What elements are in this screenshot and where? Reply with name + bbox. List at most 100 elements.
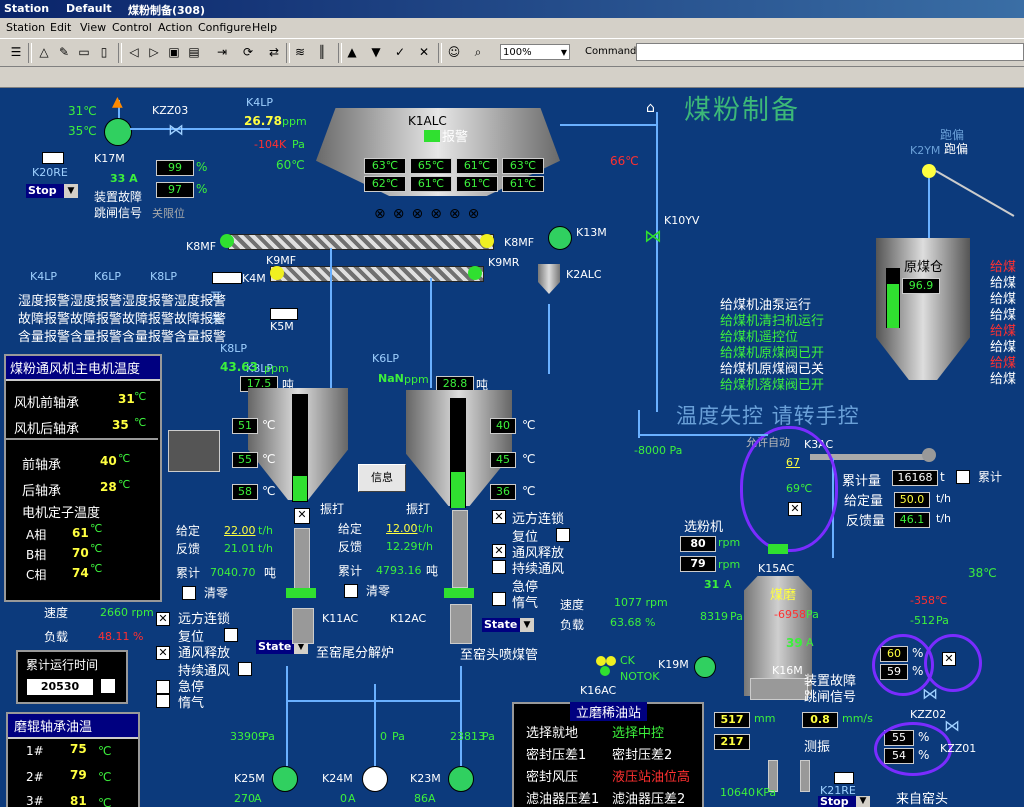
raise-icon[interactable]: ▲ (347, 45, 357, 59)
cancel-icon[interactable]: ✕ (418, 45, 430, 59)
temp-unit: ℃ (98, 744, 112, 758)
bin1-shake-check[interactable]: ✕ (294, 508, 310, 524)
bin2-motor-lamp (444, 588, 474, 598)
phase-b-label: B相 (26, 548, 47, 562)
il-left-remote-check[interactable]: ✕ (156, 612, 170, 626)
vent-icon: ⌂ (646, 100, 655, 116)
valve-k10yv-icon[interactable]: ⋈ (644, 226, 662, 247)
display-icon[interactable]: ▣ (168, 45, 180, 59)
il-right-vent-check[interactable]: ✕ (492, 544, 506, 558)
operator-icon[interactable]: ☺ (447, 45, 461, 59)
feeder-fb-label: 反馈量 (846, 514, 886, 529)
status-drop-open: 给煤机落煤阀已开 (720, 378, 825, 393)
pct-unit: % (196, 160, 208, 174)
valve-kzz01-icon[interactable]: ⋈ (944, 716, 960, 735)
info-page-icon[interactable]: ▯ (100, 45, 108, 59)
bin1-motor-lamp (286, 588, 316, 598)
feeder-set-value[interactable]: 50.0 (894, 492, 930, 508)
k19m-label: K19M (658, 658, 689, 671)
il-left-estop-check[interactable] (156, 680, 170, 694)
lower-icon[interactable]: ▼ (371, 45, 381, 59)
kzz02-label: KZZ02 (910, 708, 947, 721)
alarm-grid-row-1: 湿度报警湿度报警湿度报警湿度报警 (18, 294, 227, 309)
lube-r1a: 选择就地 (526, 726, 579, 741)
menu-edit[interactable]: Edit (50, 21, 72, 34)
back-icon[interactable]: ◁ (129, 45, 139, 59)
menu-configure[interactable]: Configure (198, 21, 252, 34)
check-icon[interactable]: ✓ (394, 45, 406, 59)
trend-icon[interactable]: ≋ (294, 45, 306, 59)
valve-kzz02-icon[interactable]: ⋈ (922, 684, 938, 703)
ton-unit: 吨 (426, 564, 439, 578)
fan-k19m-icon[interactable] (694, 656, 716, 678)
zoom-select[interactable]: 100%▼ (500, 44, 570, 60)
title-display: 煤粉制备(308) (128, 4, 206, 17)
il-left-reset-check[interactable] (224, 628, 238, 642)
alarm-triangle-icon[interactable]: △ (39, 45, 49, 59)
indicator-k20re (42, 152, 64, 164)
fan-k25m-icon[interactable] (272, 766, 298, 792)
swap-icon[interactable]: ⇄ (268, 45, 280, 59)
display-list-icon[interactable]: ▤ (188, 45, 200, 59)
bin2-state-select[interactable]: State▼ (482, 618, 534, 632)
temp-unit: ℃ (522, 484, 536, 498)
forward-icon[interactable]: ▷ (149, 45, 159, 59)
alarm-label: 报警 (442, 130, 469, 145)
k8lp2-label: K8LP (220, 342, 247, 355)
edit-alarm-icon[interactable]: ✎ (58, 45, 70, 59)
bin2-clear-check[interactable] (344, 584, 358, 598)
il-right-inert-check[interactable] (492, 592, 506, 606)
il-left-inert-check[interactable] (156, 694, 170, 708)
il-right-reset: 复位 (512, 530, 539, 545)
fan-k23m-icon[interactable] (448, 766, 474, 792)
feeder-acc-check[interactable] (956, 470, 970, 484)
command-input[interactable] (636, 43, 1024, 61)
k9mf-lamp (270, 266, 284, 280)
stop-select[interactable]: Stop▼ (26, 184, 78, 198)
bin1-give-value[interactable]: 22.00 (224, 524, 256, 537)
k21re-stop-select[interactable]: Stop▼ (818, 796, 870, 807)
il-left-vent-check[interactable]: ✕ (156, 646, 170, 660)
bars-icon[interactable]: ║ (318, 45, 326, 59)
bin2-clear-label: 清零 (366, 584, 391, 598)
page-icon[interactable]: ▭ (78, 45, 90, 59)
hand-control-warning: 温度失控 请转手控 (676, 404, 860, 428)
lube-r2a: 密封压差1 (526, 748, 587, 763)
fan-b-speed-label: 速度 (560, 598, 585, 612)
il-right-cont-check[interactable] (492, 560, 506, 574)
valve-kzz03-icon[interactable]: ⋈ (168, 120, 184, 139)
pipe (638, 410, 640, 438)
il-left-reset: 复位 (178, 630, 205, 645)
k1alc-label: K1ALC (408, 114, 447, 128)
lube-r2b: 密封压差2 (612, 748, 673, 763)
bearing-front-value: 31 (118, 392, 135, 406)
il-right-remote-check[interactable]: ✕ (492, 510, 506, 524)
menu-help[interactable]: Help (252, 21, 278, 34)
k16m-label: K16M (772, 664, 803, 677)
info-button[interactable]: 信息 (358, 464, 406, 492)
nav-next-icon[interactable]: ⇥ (216, 45, 228, 59)
cyclone-k2alc (538, 264, 560, 294)
menu-action[interactable]: Action (158, 21, 193, 34)
menu-station[interactable]: Station (6, 21, 46, 34)
fan-k13m-icon[interactable] (548, 226, 572, 250)
il-left-cont-check[interactable] (238, 662, 252, 676)
fan-k24m-icon[interactable] (362, 766, 388, 792)
notok-label: NOTOK (620, 670, 660, 683)
runtime-reset[interactable] (100, 678, 116, 694)
fan-k17m-icon[interactable] (104, 118, 132, 146)
refresh-icon[interactable]: ⟳ (242, 45, 254, 59)
divider (4, 438, 158, 440)
zoom-icon[interactable]: ⌕ (474, 45, 482, 59)
mill-label: 煤磨 (770, 588, 797, 603)
menu-view[interactable]: View (80, 21, 107, 34)
menu-control[interactable]: Control (112, 21, 152, 34)
bin1-clear-check[interactable] (182, 586, 196, 600)
il-right-reset-check[interactable] (556, 528, 570, 542)
run2-label: 跑偏 (944, 142, 969, 156)
ck-label: CK (620, 654, 635, 667)
k11ac-label: K11AC (322, 612, 359, 625)
feeder-acc-button[interactable]: 累计 (978, 470, 1003, 484)
bin2-give-value[interactable]: 12.00 (386, 522, 418, 535)
menu-bars-icon[interactable]: ☰ (10, 45, 22, 59)
